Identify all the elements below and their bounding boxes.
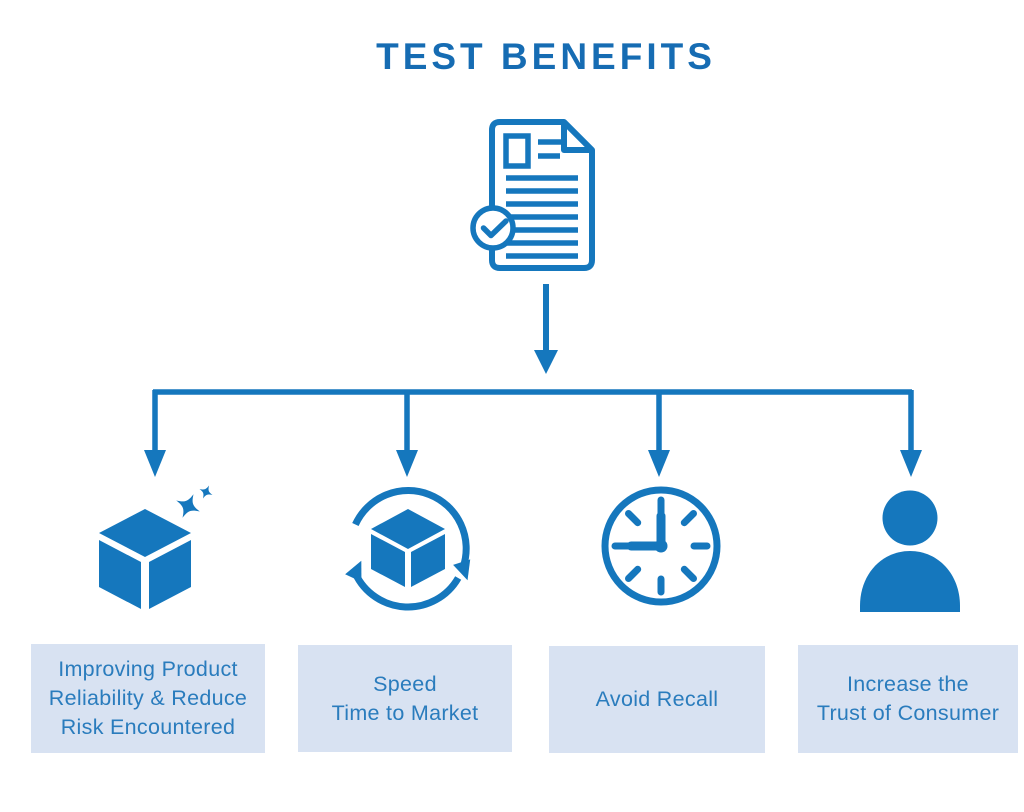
- benefit-label-box: Increase the Trust of Consumer: [798, 645, 1018, 753]
- person-icon: [860, 490, 960, 612]
- cube-sparkle-icon: [99, 485, 213, 609]
- cube-cycle-icon: [345, 487, 471, 611]
- benefit-label: Avoid Recall: [595, 687, 719, 711]
- verified-document-icon: [470, 119, 595, 271]
- benefit-label: Increase the Trust of Consumer: [816, 672, 1000, 725]
- benefit-label: Speed Time to Market: [331, 671, 479, 725]
- benefit-label-box: Improving Product Reliability & Reduce R…: [31, 644, 265, 753]
- benefit-label-box: Avoid Recall: [549, 646, 765, 753]
- benefit-label-box: Speed Time to Market: [298, 645, 512, 752]
- benefit-label: Improving Product Reliability & Reduce R…: [48, 657, 248, 739]
- diagram-title: TEST BENEFITS: [376, 36, 716, 77]
- clock-icon: [601, 486, 721, 606]
